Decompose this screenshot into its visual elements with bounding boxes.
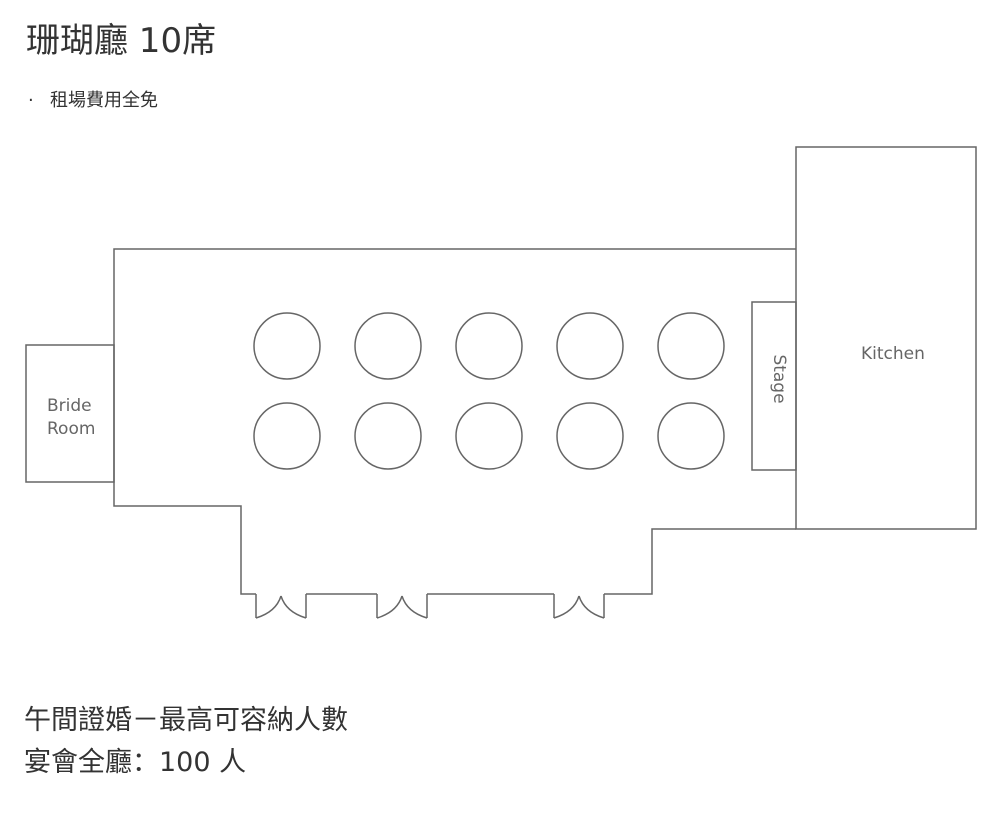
banquet-table-5 — [657, 312, 725, 380]
banquet-table-10 — [657, 402, 725, 470]
kitchen-room — [795, 146, 977, 530]
banquet-table-9 — [556, 402, 624, 470]
floor-plan: Bride Room Kitchen Stage — [25, 146, 977, 619]
capacity-info: 午間證婚－最高可容納人數 宴會全廳：100 人 — [24, 700, 348, 784]
door-2[interactable] — [376, 594, 428, 619]
note-text: 租場費用全免 — [50, 90, 158, 111]
banquet-table-7 — [354, 402, 422, 470]
capacity-line-1: 午間證婚－最高可容納人數 — [24, 705, 348, 736]
banquet-table-3 — [455, 312, 523, 380]
door-1[interactable] — [255, 594, 307, 619]
banquet-table-6 — [253, 402, 321, 470]
note-bullet: · — [28, 90, 34, 111]
bride-room — [25, 344, 115, 483]
bride-room-label-line2: Room — [47, 419, 95, 439]
page-title: 珊瑚廳 10席 — [26, 21, 217, 61]
banquet-table-2 — [354, 312, 422, 380]
banquet-table-8 — [455, 402, 523, 470]
banquet-table-4 — [556, 312, 624, 380]
stage — [751, 301, 797, 471]
kitchen-label: Kitchen — [861, 344, 925, 364]
banquet-table-1 — [253, 312, 321, 380]
tables — [253, 312, 725, 470]
fee-note: · 租場費用全免 — [28, 88, 158, 114]
stage-label: Stage — [769, 354, 789, 403]
hall-outline-bottom-3 — [604, 528, 796, 595]
bride-room-label-line1: Bride — [47, 396, 92, 416]
door-3[interactable] — [553, 594, 605, 619]
hall-outline — [113, 248, 796, 595]
capacity-line-2: 宴會全廳：100 人 — [24, 747, 247, 778]
